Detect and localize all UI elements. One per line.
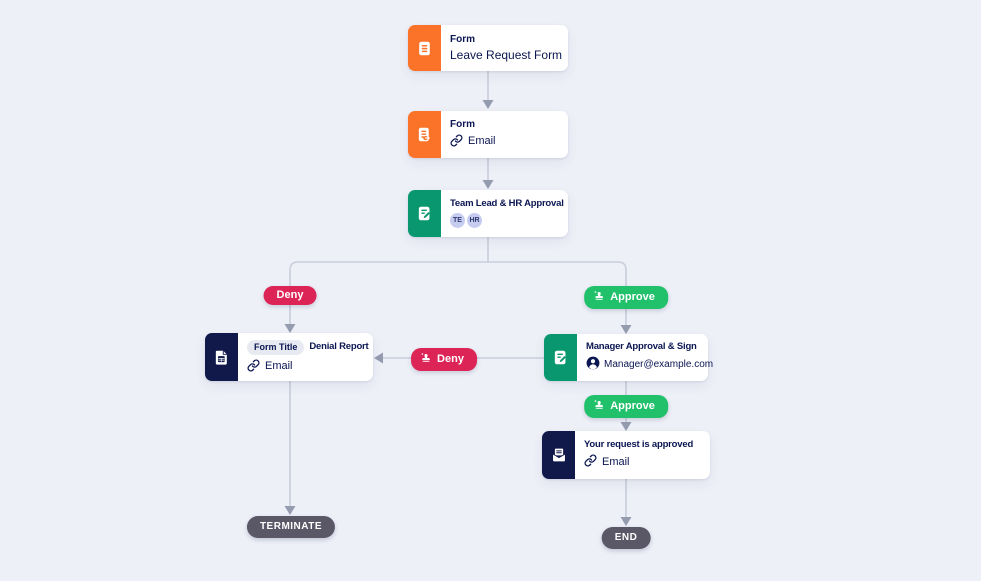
report-doc-icon (205, 333, 238, 381)
branch-label: Approve (610, 400, 655, 412)
link-icon (450, 133, 463, 150)
node-title: Leave Request Form (450, 48, 563, 62)
branch-deny-left[interactable]: Deny (263, 286, 317, 305)
node-title: Team Lead & HR Approval (450, 197, 564, 209)
approval-sign-icon (408, 190, 441, 237)
field-badge: Form Title (247, 339, 305, 355)
node-link-label: Email (468, 135, 496, 147)
node-manager-approval-sign[interactable]: Manager Approval & Sign Manager@example.… (544, 334, 713, 381)
approval-sign-icon (544, 334, 577, 381)
node-assignee: Manager@example.com (604, 358, 714, 370)
form-doc-icon (408, 25, 441, 71)
node-email-form[interactable]: Form Email (408, 111, 568, 158)
node-type-label: Form (450, 34, 475, 45)
branch-label: Deny (276, 289, 304, 301)
email-envelope-icon (542, 431, 575, 479)
approver-badge: TE (450, 213, 465, 229)
avatar-icon (586, 356, 600, 373)
node-link-label: Email (602, 455, 630, 468)
node-denial-report[interactable]: Form Title Denial Report Email (205, 333, 373, 381)
branch-approve-bottom[interactable]: Approve (584, 395, 668, 418)
node-type-label: Form (450, 118, 475, 130)
node-title: Manager Approval & Sign (586, 340, 697, 352)
stamp-icon (593, 290, 605, 305)
link-icon (247, 358, 260, 375)
stamp-icon (420, 352, 432, 367)
branch-label: Approve (610, 291, 655, 303)
node-title: Your request is approved (584, 438, 694, 450)
branch-approve-right[interactable]: Approve (584, 286, 668, 309)
node-leave-request-form[interactable]: Form Leave Request Form (408, 25, 568, 71)
branch-deny-middle[interactable]: Deny (411, 348, 477, 371)
terminate-pill[interactable]: TERMINATE (246, 516, 336, 538)
approver-badge: HR (467, 213, 482, 229)
form-send-icon (408, 111, 441, 158)
approver-badges: TE HR (450, 213, 562, 229)
node-link-label: Email (265, 360, 293, 372)
node-request-approved-email[interactable]: Your request is approved Email (542, 431, 710, 479)
stamp-icon (593, 399, 605, 414)
branch-label: Deny (437, 353, 464, 365)
node-title: Denial Report (309, 340, 369, 352)
link-icon (584, 454, 597, 470)
end-pill[interactable]: END (601, 527, 651, 549)
node-team-lead-hr-approval[interactable]: Team Lead & HR Approval TE HR (408, 190, 568, 237)
